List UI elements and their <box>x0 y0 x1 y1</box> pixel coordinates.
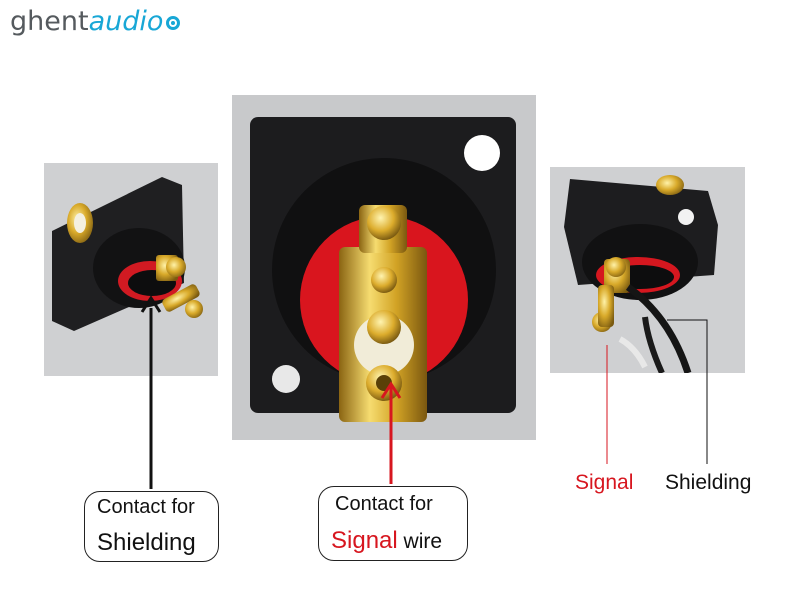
logo-text-audio: audio <box>88 5 164 37</box>
callout-shield-line2: Shielding <box>97 529 196 556</box>
callout-contact-signal: Contact for Signal wire <box>318 486 468 561</box>
shield-arrow-head <box>140 295 162 313</box>
signal-arrow-head <box>380 381 402 399</box>
callout-shield-line1: Contact for <box>97 496 195 518</box>
photo-side-view-left <box>44 163 218 376</box>
label-shielding: Shielding <box>665 471 752 494</box>
label-signal: Signal <box>575 471 634 494</box>
logo-text-ghent: ghent <box>10 5 89 37</box>
shielding-leader-line <box>667 319 708 464</box>
callout-signal-line1: Contact for <box>335 493 433 515</box>
callout-signal-line2: Signal wire <box>331 527 442 555</box>
callout-signal-rest: wire <box>397 530 443 553</box>
logo-dot-icon <box>166 16 181 30</box>
callout-contact-shielding: Contact for Shielding <box>84 491 219 562</box>
photo-rear-view-center <box>232 95 536 440</box>
callout-signal-word: Signal <box>331 527 398 554</box>
photo-side-view-right <box>550 167 745 373</box>
